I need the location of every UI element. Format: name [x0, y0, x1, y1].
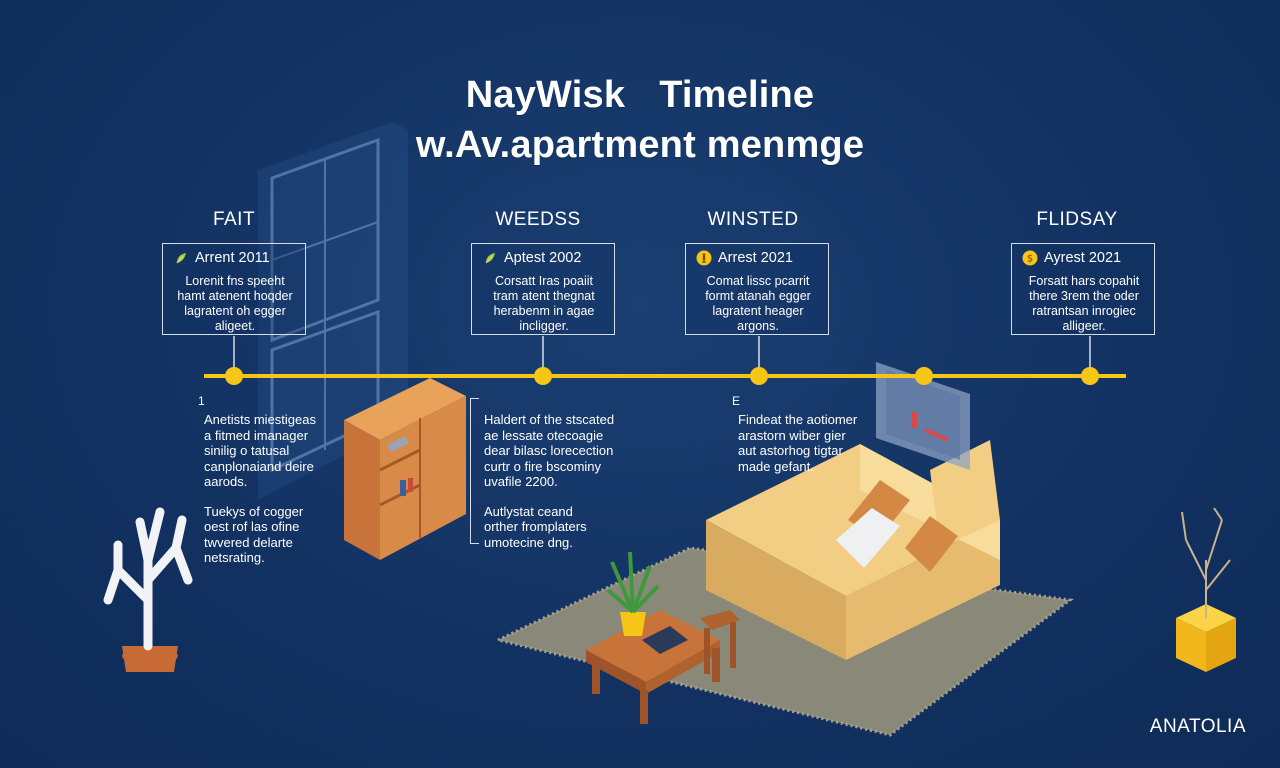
- middle-note-1-line-1: Haldert of the stscated: [484, 412, 615, 427]
- left-note-2-line-2: oest rof las ofine: [204, 519, 300, 534]
- card-2-line-2: tram atent thegnat: [493, 289, 595, 303]
- card-4-line-2: there 3rem the oder: [1029, 289, 1139, 303]
- left-note-2-line-1: Tuekys of cogger: [204, 503, 304, 519]
- card-4-line-3: ratrantsan inrogiec: [1032, 304, 1136, 318]
- left-note-2-line-3: twvered delarte: [204, 534, 293, 550]
- middle-note-2-line-2: orther fromplaters: [484, 519, 587, 534]
- page-title: NayWisk Timeline: [0, 74, 1280, 117]
- card-3-line-2: formt atanah egger: [705, 289, 811, 303]
- phase-date-1: Arrent 2011: [195, 250, 270, 266]
- left-marker: 1: [198, 394, 205, 408]
- bulb-icon: [696, 250, 712, 266]
- card-2-line-3: herabenm in agae: [493, 304, 595, 318]
- bookshelf-illustration: [344, 378, 466, 560]
- right-notes: Findeat the aotiomer arastorn wiber gier…: [738, 412, 888, 488]
- svg-text:$: $: [1027, 254, 1033, 265]
- coral-tree-illustration: [103, 507, 193, 672]
- middle-notes: Haldert of the stscated ae lessate oteco…: [484, 412, 654, 564]
- phase-card-1: Arrent 2011 Lorenit fns speeht hamt aten…: [162, 243, 306, 335]
- card-1-line-1: Lorenit fns speeht: [185, 274, 285, 288]
- leaf-icon: [482, 250, 498, 266]
- middle-note-1-line-5: uvafile 2200.: [484, 474, 558, 489]
- yellow-cube-tree-illustration: [1176, 507, 1236, 672]
- right-note-line-4: made gefant.: [738, 458, 814, 474]
- card-4-line-1: Forsatt hars copahit: [1028, 274, 1140, 288]
- right-marker: E: [732, 394, 741, 408]
- phase-label-4: FLIDSAY: [1036, 209, 1118, 230]
- card-2-line-4: incligger.: [519, 319, 569, 333]
- card-1-line-4: aligeet.: [214, 319, 256, 333]
- phase-card-4: $ Ayrest 2021 Forsatt hars copahit there…: [1011, 243, 1155, 335]
- sofa-illustration: [706, 440, 1000, 660]
- right-note-line-1: Findeat the aotiomer: [738, 412, 858, 427]
- left-note-1-line-1: Anetists miestigeas: [204, 412, 316, 427]
- phase-date-2: Aptest 2002: [504, 250, 582, 266]
- title-word-2: Timeline: [659, 74, 815, 116]
- card-4-line-4: alligeer.: [1062, 319, 1106, 333]
- left-note-1-line-2: a fitmed imanager: [204, 427, 309, 443]
- left-note-2-line-4: netsrating.: [204, 550, 265, 565]
- card-1-line-3: lagratent oh egger: [184, 304, 286, 318]
- phase-date-3: Arrest 2021: [718, 250, 793, 266]
- card-3-line-4: argons.: [737, 319, 779, 333]
- potted-plant-illustration: [606, 551, 660, 636]
- left-notes: Anetists miestigeas a fitmed imanager si…: [204, 412, 364, 580]
- phase-card-3: Arrest 2021 Comat lissc pcarrit formt at…: [685, 243, 829, 335]
- phase-label-3: WINSTED: [707, 209, 799, 230]
- phase-date-4: Ayrest 2021: [1044, 250, 1122, 266]
- card-3-line-3: lagratent heager: [712, 304, 804, 318]
- middle-note-2-line-3: umotecine dng.: [484, 534, 573, 550]
- page-subtitle: w.Av.apartment menmge: [415, 124, 865, 166]
- tablet-illustration: [876, 362, 970, 470]
- middle-note-2-line-1: Autlystat ceand: [484, 503, 573, 519]
- left-note-1-line-4: canplonaiand deire: [204, 458, 314, 474]
- card-2-line-1: Corsatt Iras poaiit: [495, 274, 593, 288]
- middle-note-1-line-3: dear bilasc lorecection: [484, 443, 614, 458]
- right-note-line-2: arastorn wiber gier: [738, 427, 846, 443]
- right-note-line-3: aut astorhog tigtar: [738, 443, 843, 458]
- card-1-line-2: hamt atenent hoqder: [177, 289, 293, 303]
- middle-note-1-line-2: ae lessate otecoagie: [484, 427, 604, 443]
- phase-label-1: FAIT: [212, 209, 256, 230]
- window-illustration: [258, 122, 408, 500]
- card-3-line-1: Comat lissc pcarrit: [706, 274, 810, 288]
- coffee-table-illustration: [586, 610, 740, 724]
- coin-icon: $: [1022, 250, 1038, 266]
- left-note-1-line-5: aarods.: [204, 474, 248, 489]
- middle-bracket: [470, 398, 479, 544]
- left-note-1-line-3: sinilig o tatusal: [204, 443, 290, 458]
- middle-note-1-line-4: curtr o fire bscominy: [484, 458, 602, 474]
- phase-label-2: WEEDSS: [495, 209, 581, 230]
- leaf-icon: [173, 250, 189, 266]
- title-word-1: NayWisk: [465, 74, 626, 116]
- phase-card-2: Aptest 2002 Corsatt Iras poaiit tram ate…: [471, 243, 615, 335]
- brand-label: ANATOLIA: [1149, 716, 1246, 737]
